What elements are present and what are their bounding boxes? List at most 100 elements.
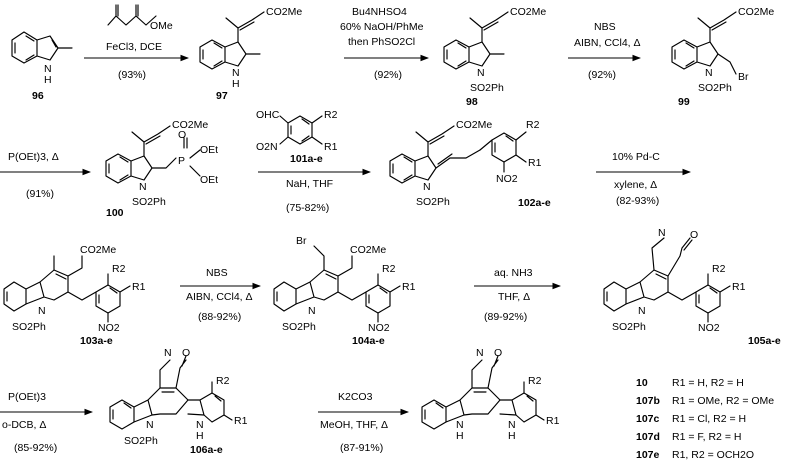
n-h-label: N [456,419,464,431]
r1-label: R1 [402,281,416,293]
co2me-label: CO2Me [456,119,492,131]
step4-reagent: P(OEt)3, Δ [8,151,59,163]
compound-106-label: 106a-e [190,444,223,456]
r2-label: R2 [112,263,126,275]
step4-yield: (91%) [26,188,54,200]
compound-105-structure: N O R2 R1 NO2 N SO2Ph [603,227,746,334]
step3-reagent-2: AIBN, CCl4, Δ [574,37,641,49]
step8-reagent-1: aq. NH3 [494,267,533,279]
oet-label-2: OEt [200,174,218,186]
r1-label: R1 [234,415,248,427]
co2me-label: CO2Me [266,6,302,18]
svg-text:10: 10 [636,377,648,389]
step5-yield: (75-82%) [286,202,329,214]
compound-103-label: 103a-e [80,335,113,347]
so2ph-label: SO2Ph [612,321,646,333]
compound-96-label: 96 [32,90,44,102]
step3-yield: (92%) [588,69,616,81]
compound-96-structure: N H [11,31,73,86]
so2ph-label: SO2Ph [470,82,504,94]
so2ph-label: SO2Ph [132,196,166,208]
step9-reagent-1: P(OEt)3 [8,391,46,403]
n-label: N [705,67,713,79]
compound-101-label: 101a-e [290,153,323,165]
co2me-label: CO2Me [80,244,116,256]
step9-reagent-2: o-DCB, Δ [2,419,46,431]
compound-102-structure: CO2Me R2 R1 NO2 N SO2Ph [389,119,542,208]
n-label: N [423,181,431,193]
h-label: H [196,430,204,442]
o-label: O [182,347,190,359]
ohc-label: OHC [256,109,280,121]
n-label: N [146,419,154,431]
step7-yield: (88-92%) [198,311,241,323]
h-label: H [456,430,464,442]
no2-label: NO2 [98,322,120,334]
step10-yield: (87-91%) [340,442,383,454]
final-product-structure: N O R2 R1 N H N H [421,347,560,442]
br-label: Br [738,71,749,83]
compound-103-structure: CO2Me R2 R1 NO2 N SO2Ph [3,244,146,334]
co2me-label: CO2Me [510,6,546,18]
product-substituents: R1 = Cl, R2 = H [672,413,746,425]
n-h-label: N [44,63,52,75]
step1-yield: (93%) [118,69,146,81]
no2-label: NO2 [698,322,720,334]
br-label: Br [296,235,307,247]
step2-reagent-3: then PhSO2Cl [348,36,415,48]
step8-yield: (89-92%) [484,311,527,323]
r1-label: R1 [546,415,560,427]
compound-102-label: 102a-e [518,197,551,209]
n-h-label: N [164,347,172,359]
r2-label: R2 [382,263,396,275]
h-label: H [232,78,240,90]
step2-reagent-2: 60% NaOH/PhMe [340,21,424,33]
product-substituents: R1 = F, R2 = H [672,431,741,443]
co2me-label: CO2Me [350,244,386,256]
r2-label: R2 [712,263,726,275]
r2-label: R2 [526,119,540,131]
so2ph-label: SO2Ph [124,435,158,447]
so2ph-label: SO2Ph [416,196,450,208]
compound-97-label: 97 [216,90,228,102]
step6-reagent-2: xylene, Δ [614,179,657,191]
n-label: N [638,305,646,317]
step6-yield: (82-93%) [616,195,659,207]
compound-97-structure: CO2Me N H [199,6,302,90]
p-label: P [178,155,185,167]
oet-label-1: OEt [200,144,218,156]
r2-label: R2 [528,375,542,387]
step6-reagent-1: 10% Pd-C [612,151,660,163]
compound-104-label: 104a-e [352,335,385,347]
no2-label: NO2 [368,322,390,334]
compound-101-structure: OHC O2N R2 R1 [256,109,338,153]
o-label: O [494,347,502,359]
product-key: 10 R1 = H, R2 = H 107b R1 = OMe, R2 = OM… [636,377,774,461]
svg-text:107c: 107c [636,413,660,425]
so2ph-label: SO2Ph [282,321,316,333]
n-label: N [308,305,316,317]
product-id: 107e [636,449,660,461]
h-label: H [508,430,516,442]
product-id: 10 [636,377,648,389]
step1-reagent: FeCl3, DCE [106,41,162,53]
svg-text:107e: 107e [636,449,660,461]
compound-104-structure: Br CO2Me R2 R1 NO2 N SO2Ph [273,235,416,334]
step7-reagent-1: NBS [206,267,228,279]
o-label: O [178,129,186,141]
n-h-label: N [658,227,666,239]
compound-98-label: 98 [466,96,478,108]
compound-99-label: 99 [678,96,690,108]
compound-100-structure: CO2Me O P OEt OEt N SO2Ph [105,119,218,208]
r1-label: R1 [324,141,338,153]
n-h-label: N [196,419,204,431]
step7-reagent-2: AIBN, CCl4, Δ [186,291,253,303]
n-label: N [38,305,46,317]
n-h-label: N [508,419,516,431]
svg-text:107b: 107b [636,395,660,407]
o2n-label: O2N [256,141,278,153]
r2-label: R2 [216,375,230,387]
product-id: 107c [636,413,660,425]
so2ph-label: SO2Ph [698,82,732,94]
